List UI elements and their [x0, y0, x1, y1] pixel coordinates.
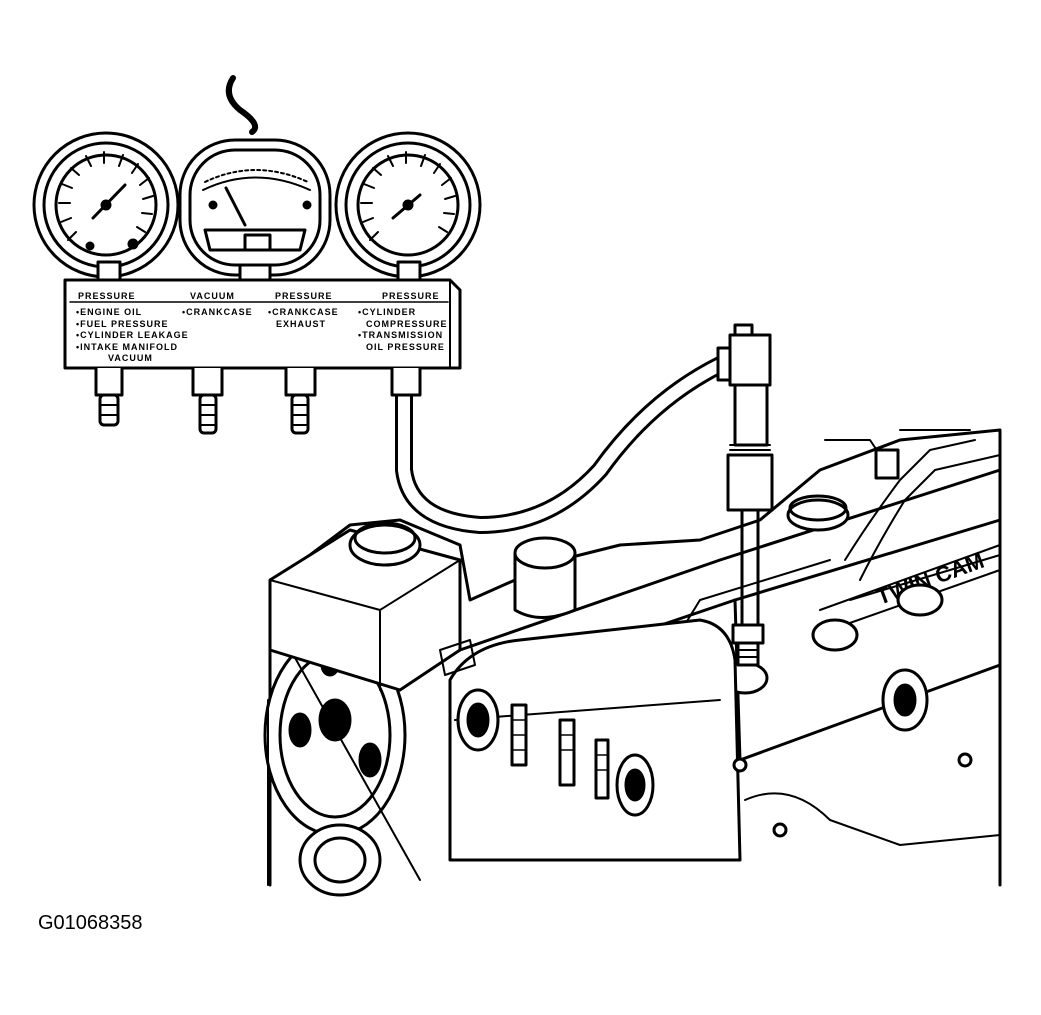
item-cylinder: •CYLINDER [358, 307, 417, 317]
item-transmission: •TRANSMISSION [358, 330, 444, 340]
item-intake-manifold: •INTAKE MANIFOLD [76, 341, 178, 352]
engine-block: TWIN CAM [263, 428, 1002, 897]
gauge-right-icon [334, 131, 482, 284]
test-hose [395, 356, 729, 534]
item-exhaust: EXHAUST [276, 318, 327, 329]
spark-plug-adapter [716, 323, 774, 667]
label-pressure-right: PRESSURE [382, 291, 440, 301]
item-compressure: COMPRESSURE [366, 318, 448, 329]
gauge-left-icon [32, 131, 180, 284]
gauge-vacuum-icon [178, 75, 332, 282]
label-vacuum: VACUUM [190, 291, 235, 301]
label-pressure-mid: PRESSURE [275, 291, 333, 301]
item-engine-oil: •ENGINE OIL [76, 307, 143, 317]
figure-code: G01068358 [38, 912, 143, 934]
label-pressure-left: PRESSURE [78, 291, 136, 301]
item-intake-vacuum: VACUUM [108, 353, 153, 363]
item-vacuum-crankcase: •CRANKCASE [182, 307, 253, 317]
manifold-body [63, 278, 462, 370]
hose-fittings [94, 366, 422, 435]
item-crankcase: •CRANKCASE [268, 307, 339, 317]
item-fuel-pressure: •FUEL PRESSURE [76, 318, 169, 329]
item-cylinder-leakage: •CYLINDER LEAKAGE [76, 330, 189, 340]
item-oil-pressure: OIL PRESSURE [366, 341, 445, 352]
